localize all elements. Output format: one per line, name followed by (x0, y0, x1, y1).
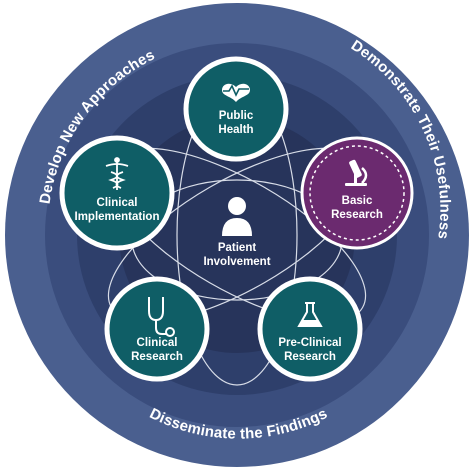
dashed-ring (309, 145, 405, 241)
person-icon (222, 197, 252, 236)
center-node: Patient Involvement (203, 197, 271, 268)
microscope-icon (345, 159, 368, 186)
node-label-line1: Pre-Clinical (278, 337, 341, 349)
center-label-line1: Patient (218, 242, 257, 254)
center-label-line2: Involvement (203, 256, 270, 268)
node-label-line1: Public (219, 110, 254, 122)
node-label-line2: Health (218, 124, 253, 136)
node-label-line2: Implementation (75, 211, 160, 223)
node-pre-clinical-research[interactable]: Pre-Clinical Research (257, 276, 363, 382)
node-label-line1: Basic (342, 195, 373, 207)
node-clinical-implementation[interactable]: Clinical Implementation (59, 135, 175, 251)
node-label-line2: Research (331, 209, 383, 221)
node-label-line2: Research (284, 351, 336, 363)
node-basic-research[interactable]: Basic Research (300, 136, 414, 250)
node-label-line1: Clinical (137, 337, 178, 349)
node-label-line1: Clinical (97, 197, 138, 209)
caduceus-icon (105, 157, 129, 190)
node-clinical-research[interactable]: Clinical Research (104, 276, 210, 382)
node-public-health[interactable]: Public Health (183, 56, 289, 162)
node-label-line2: Research (131, 351, 183, 363)
flask-icon (297, 302, 323, 327)
heart-pulse-icon (222, 83, 250, 102)
stethoscope-icon (148, 297, 175, 337)
